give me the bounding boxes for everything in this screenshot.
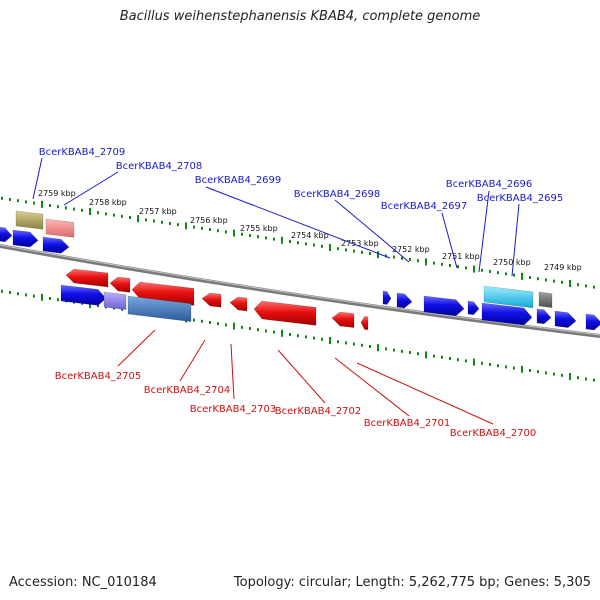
gray-feature: [538, 291, 553, 308]
kbp-tick-label: 2750 kbp: [493, 258, 531, 267]
olive-feature: [15, 210, 44, 230]
reverse-gene-label: BcerKBAB4_2702: [275, 406, 362, 417]
genome-backbone-highlight: [0, 244, 600, 336]
cyan-feature: [483, 285, 534, 309]
kbp-tick-label: 2759 kbp: [38, 189, 76, 198]
steel-feature: [127, 295, 192, 322]
reverse-gene-label: BcerKBAB4_2703: [190, 404, 277, 415]
reverse-gene-arrow: [201, 292, 222, 308]
forward-gene-label: BcerKBAB4_2697: [381, 201, 468, 212]
reverse-label-connector: [230, 343, 235, 400]
forward-gene-arrow: [536, 308, 552, 325]
forward-label-connector: [334, 199, 410, 263]
genome-backbone: [0, 244, 600, 338]
forward-label-connector: [478, 190, 490, 273]
reverse-gene-arrow: [229, 296, 248, 312]
forward-label-connector: [63, 171, 119, 206]
reverse-label-connector: [117, 329, 156, 367]
forward-gene-arrow: [60, 284, 107, 306]
forward-gene-label: BcerKBAB4_2696: [446, 179, 533, 190]
reverse-gene-label: BcerKBAB4_2704: [144, 385, 231, 396]
kbp-tick-label: 2757 kbp: [139, 207, 177, 216]
forward-gene-label: BcerKBAB4_2695: [477, 193, 564, 204]
kbp-tick-label: 2752 kbp: [392, 245, 430, 254]
forward-gene-label: BcerKBAB4_2698: [294, 189, 381, 200]
forward-label-connector: [32, 157, 43, 200]
forward-gene-arrow: [423, 295, 465, 317]
forward-gene-arrow: [585, 313, 600, 331]
forward-gene-arrow: [42, 236, 70, 254]
kbp-tick-label: 2756 kbp: [190, 216, 228, 225]
kbp-tick-label: 2751 kbp: [442, 252, 480, 261]
reverse-label-connector: [179, 339, 206, 382]
forward-gene-arrow: [12, 229, 39, 248]
reverse-gene-label: BcerKBAB4_2705: [55, 371, 142, 382]
reverse-gene-arrow: [65, 268, 109, 288]
kbp-tick-label: 2758 kbp: [89, 198, 127, 207]
forward-gene-arrow: [467, 300, 480, 316]
forward-gene-arrow: [554, 310, 577, 328]
map-title: Bacillus weihenstephanensis KBAB4, compl…: [119, 9, 481, 24]
kbp-tick-label: 2755 kbp: [240, 224, 278, 233]
reverse-gene-arrow: [253, 300, 317, 326]
reverse-gene-arrow: [109, 276, 131, 293]
forward-label-connector: [511, 203, 520, 277]
kbp-tick-label: 2754 kbp: [291, 231, 329, 240]
reverse-gene-arrow: [360, 316, 369, 331]
forward-gene-arrow: [481, 302, 533, 326]
forward-label-connector: [441, 212, 458, 269]
forward-gene-label: BcerKBAB4_2709: [39, 147, 126, 158]
forward-gene-arrow: [382, 290, 392, 305]
forward-gene-arrow: [0, 226, 13, 243]
forward-gene-label: BcerKBAB4_2699: [195, 175, 282, 186]
kbp-tick-label: 2753 kbp: [341, 239, 379, 248]
genome-summary-text: Topology: circular; Length: 5,262,775 bp…: [233, 575, 591, 590]
forward-label-connector: [205, 186, 391, 259]
reverse-gene-label: BcerKBAB4_2701: [364, 418, 451, 429]
reverse-label-connector: [356, 362, 494, 425]
reverse-gene-arrow: [331, 311, 355, 328]
forward-gene-label: BcerKBAB4_2708: [116, 161, 203, 172]
reverse-label-connector: [277, 349, 326, 404]
reverse-label-connector: [334, 357, 410, 417]
forward-gene-arrow: [396, 292, 413, 309]
accession-text: Accession: NC_010184: [9, 575, 157, 590]
reverse-gene-label: BcerKBAB4_2700: [450, 428, 537, 439]
lavender-feature: [103, 291, 127, 310]
kbp-tick-label: 2749 kbp: [544, 263, 582, 272]
pink-feature: [45, 218, 75, 238]
